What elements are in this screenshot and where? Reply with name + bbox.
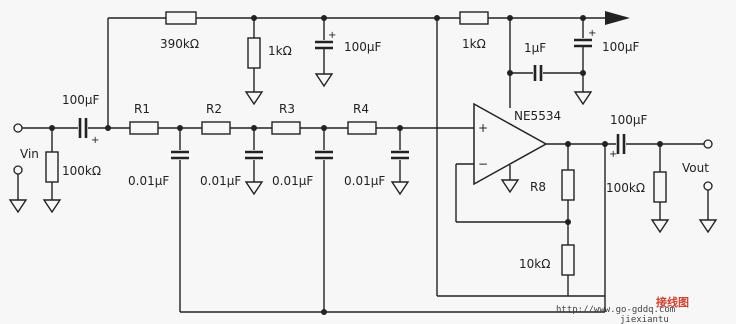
label-100uf-out: 100μF: [610, 113, 648, 127]
label-vout: Vout: [682, 161, 709, 175]
opamp-minus: −: [478, 157, 488, 171]
label-r1: R1: [134, 102, 150, 116]
resistor-390k: [165, 11, 197, 25]
ground-icon: [314, 73, 334, 88]
cap-plus-sign-b: +: [588, 28, 596, 39]
label-r2: R2: [206, 102, 222, 116]
opamp-plus: +: [478, 121, 488, 135]
ground-icon: [698, 219, 718, 234]
label-c1: 0.01μF: [128, 174, 169, 188]
cap-plus-sign-in: +: [91, 135, 99, 146]
resistor-r4: [347, 121, 377, 135]
label-c2: 0.01μF: [200, 174, 241, 188]
ground-icon: [650, 219, 670, 234]
watermark-url: http://www.go-gddq.com: [556, 305, 675, 315]
ground-icon: [8, 199, 28, 214]
resistor-10k: [561, 244, 575, 296]
ground-icon: [500, 179, 520, 194]
label-100k-out: 100kΩ: [606, 181, 645, 195]
label-opamp: NE5534: [514, 109, 561, 123]
watermark-brand: 接线图: [656, 295, 689, 309]
label-100uf-a: 100μF: [344, 40, 382, 54]
label-10k: 10kΩ: [519, 257, 550, 271]
label-c3: 0.01μF: [272, 174, 313, 188]
ground-icon: [390, 181, 410, 196]
resistor-1k-b: [459, 11, 489, 25]
label-1k-a: 1kΩ: [268, 44, 292, 58]
resistor-100k-in: [42, 125, 62, 214]
ground-icon: [244, 181, 264, 196]
watermark: 接线图 http://www.go-gddq.com jiexiantu: [556, 295, 689, 324]
vin-terminal: [8, 123, 78, 214]
branch-100uf-b: [573, 15, 593, 106]
label-r3: R3: [279, 102, 295, 116]
resistor-r1: [129, 121, 159, 135]
cap-output-100uf: [616, 134, 704, 154]
cap-plus-sign-out: +: [609, 149, 617, 160]
resistor-100k-out: [650, 144, 670, 234]
resistor-r3: [271, 121, 301, 135]
cap-c3: [315, 125, 333, 312]
cap-1uf: [510, 65, 583, 81]
cap-c1: [171, 125, 189, 312]
branch-100uf-a: [314, 15, 334, 88]
arrow-right-icon: [605, 11, 630, 25]
label-c4: 0.01μF: [344, 174, 385, 188]
ground-icon: [573, 91, 593, 106]
label-r8: R8: [530, 180, 546, 194]
cap-c4: [390, 125, 410, 196]
label-100uf-in: 100μF: [62, 93, 100, 107]
label-r4: R4: [353, 102, 369, 116]
label-vin: Vin: [20, 147, 39, 161]
label-1k-b: 1kΩ: [462, 37, 486, 51]
label-390k: 390kΩ: [160, 37, 199, 51]
ground-icon: [42, 199, 62, 214]
resistor-r2: [201, 121, 231, 135]
watermark-sub: jiexiantu: [620, 315, 669, 324]
cap-plus-sign: +: [328, 30, 336, 41]
ground-icon: [244, 91, 264, 106]
opamp-ne5534: [473, 102, 548, 186]
vout-terminal: [698, 139, 718, 234]
cap-c2: [244, 125, 264, 196]
branch-1k-a: [244, 15, 264, 106]
resistor-r8: [561, 144, 575, 245]
label-1uf: 1μF: [524, 41, 546, 55]
label-100uf-b: 100μF: [602, 40, 640, 54]
label-100k-in: 100kΩ: [62, 164, 101, 178]
